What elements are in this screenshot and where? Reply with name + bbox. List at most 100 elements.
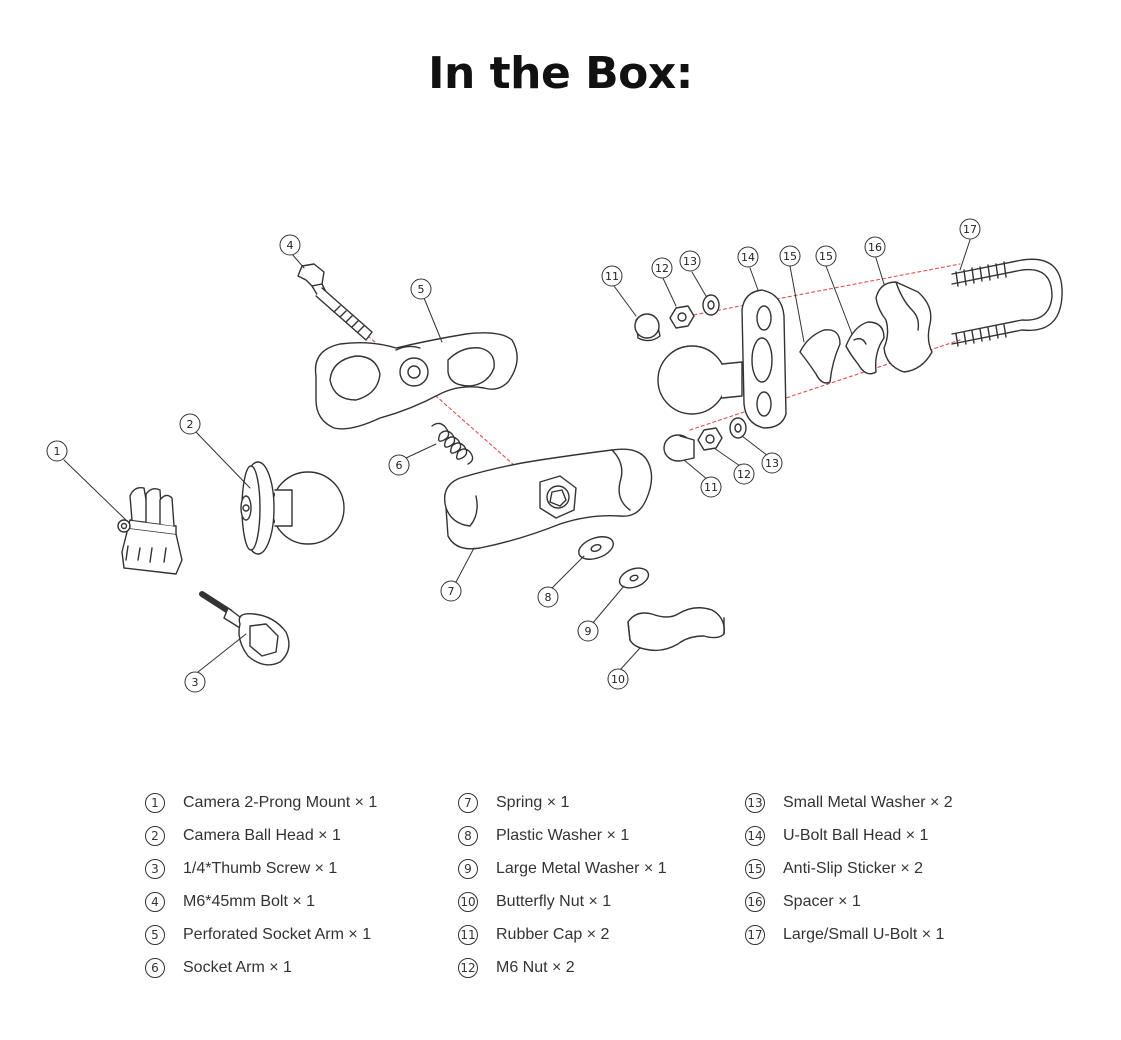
m6-nut-lower xyxy=(697,427,723,451)
butterfly-nut xyxy=(627,607,725,652)
legend-item-7: 7 Spring × 1 xyxy=(458,790,569,816)
legend-label: Butterfly Nut × 1 xyxy=(496,893,612,910)
legend-number: 6 xyxy=(145,958,165,978)
spring xyxy=(431,422,474,465)
svg-text:8: 8 xyxy=(545,591,552,604)
legend-number: 4 xyxy=(145,892,165,912)
legend-item-16: 16 Spacer × 1 xyxy=(745,889,861,915)
svg-text:15: 15 xyxy=(819,250,833,263)
callout-2: 2 xyxy=(179,413,201,435)
legend-label: Large/Small U-Bolt × 1 xyxy=(783,926,945,943)
legend-label: Spacer × 1 xyxy=(783,893,861,910)
legend-number: 9 xyxy=(458,859,478,879)
legend-number: 13 xyxy=(745,793,765,813)
legend-label: Large Metal Washer × 1 xyxy=(496,860,667,877)
legend-item-9: 9 Large Metal Washer × 1 xyxy=(458,856,667,882)
anti-slip-sticker-2 xyxy=(845,321,885,375)
callout-6: 6 xyxy=(388,454,410,476)
anti-slip-sticker-1 xyxy=(799,329,841,384)
legend-label: Camera 2-Prong Mount × 1 xyxy=(183,794,378,811)
legend-label: M6*45mm Bolt × 1 xyxy=(183,893,316,910)
svg-text:1: 1 xyxy=(54,445,61,458)
callout-13: 13 xyxy=(679,250,701,272)
svg-text:14: 14 xyxy=(741,251,755,264)
svg-text:3: 3 xyxy=(192,676,199,689)
legend-number: 1 xyxy=(145,793,165,813)
callout-3: 3 xyxy=(184,671,206,693)
legend-number: 2 xyxy=(145,826,165,846)
callout-17: 17 xyxy=(959,218,981,240)
rubber-cap-lower xyxy=(663,434,695,462)
m6-bolt xyxy=(297,263,373,341)
callout-16: 16 xyxy=(864,236,886,258)
u-bolt xyxy=(951,258,1063,347)
svg-text:9: 9 xyxy=(585,625,592,638)
svg-text:11: 11 xyxy=(605,270,619,283)
thumb-screw xyxy=(199,591,290,666)
legend-number: 7 xyxy=(458,793,478,813)
plastic-washer xyxy=(578,536,614,560)
camera-prong-mount xyxy=(117,486,183,575)
callout-13: 13 xyxy=(761,452,783,474)
legend-item-3: 3 1/4*Thumb Screw × 1 xyxy=(145,856,337,882)
u-bolt-ball-head xyxy=(657,289,787,429)
svg-text:17: 17 xyxy=(963,223,977,236)
page-title: In the Box: xyxy=(428,48,693,99)
legend-label: Camera Ball Head × 1 xyxy=(183,827,341,844)
legend-number: 8 xyxy=(458,826,478,846)
callout-11: 11 xyxy=(700,476,722,498)
callout-11: 11 xyxy=(601,265,623,287)
legend-item-2: 2 Camera Ball Head × 1 xyxy=(145,823,341,849)
callout-8: 8 xyxy=(537,586,559,608)
camera-ball-head xyxy=(240,461,345,555)
legend-number: 5 xyxy=(145,925,165,945)
svg-text:11: 11 xyxy=(704,481,718,494)
spacer xyxy=(875,281,933,373)
legend-number: 14 xyxy=(745,826,765,846)
callout-10: 10 xyxy=(607,668,629,690)
legend-number: 17 xyxy=(745,925,765,945)
svg-text:7: 7 xyxy=(448,585,455,598)
svg-text:13: 13 xyxy=(765,457,779,470)
small-washer-upper xyxy=(702,294,720,316)
svg-text:2: 2 xyxy=(187,418,194,431)
callout-12: 12 xyxy=(651,257,673,279)
callout-15: 15 xyxy=(815,245,837,267)
legend-item-10: 10 Butterfly Nut × 1 xyxy=(458,889,611,915)
small-washer-lower xyxy=(729,417,747,439)
rubber-cap-upper xyxy=(634,313,661,342)
legend-label: 1/4*Thumb Screw × 1 xyxy=(183,860,338,877)
socket-arm xyxy=(443,448,653,550)
svg-text:12: 12 xyxy=(737,468,751,481)
legend-label: Spring × 1 xyxy=(496,794,570,811)
legend-label: Small Metal Washer × 2 xyxy=(783,794,953,811)
legend-number: 15 xyxy=(745,859,765,879)
svg-text:12: 12 xyxy=(655,262,669,275)
legend-item-1: 1 Camera 2-Prong Mount × 1 xyxy=(145,790,377,816)
svg-text:13: 13 xyxy=(683,255,697,268)
legend-number: 10 xyxy=(458,892,478,912)
callout-12: 12 xyxy=(733,463,755,485)
legend-number: 3 xyxy=(145,859,165,879)
callout-5: 5 xyxy=(410,278,432,300)
legend-label: Rubber Cap × 2 xyxy=(496,926,610,943)
legend-item-4: 4 M6*45mm Bolt × 1 xyxy=(145,889,315,915)
legend-number: 16 xyxy=(745,892,765,912)
svg-text:5: 5 xyxy=(418,283,425,296)
legend-number: 12 xyxy=(458,958,478,978)
callout-15: 15 xyxy=(779,245,801,267)
callout-9: 9 xyxy=(577,620,599,642)
legend-item-13: 13 Small Metal Washer × 2 xyxy=(745,790,953,816)
callout-4: 4 xyxy=(279,234,301,256)
callout-1: 1 xyxy=(46,440,68,462)
parts-legend: 1 Camera 2-Prong Mount × 1 2 Camera Ball He… xyxy=(145,790,1045,990)
